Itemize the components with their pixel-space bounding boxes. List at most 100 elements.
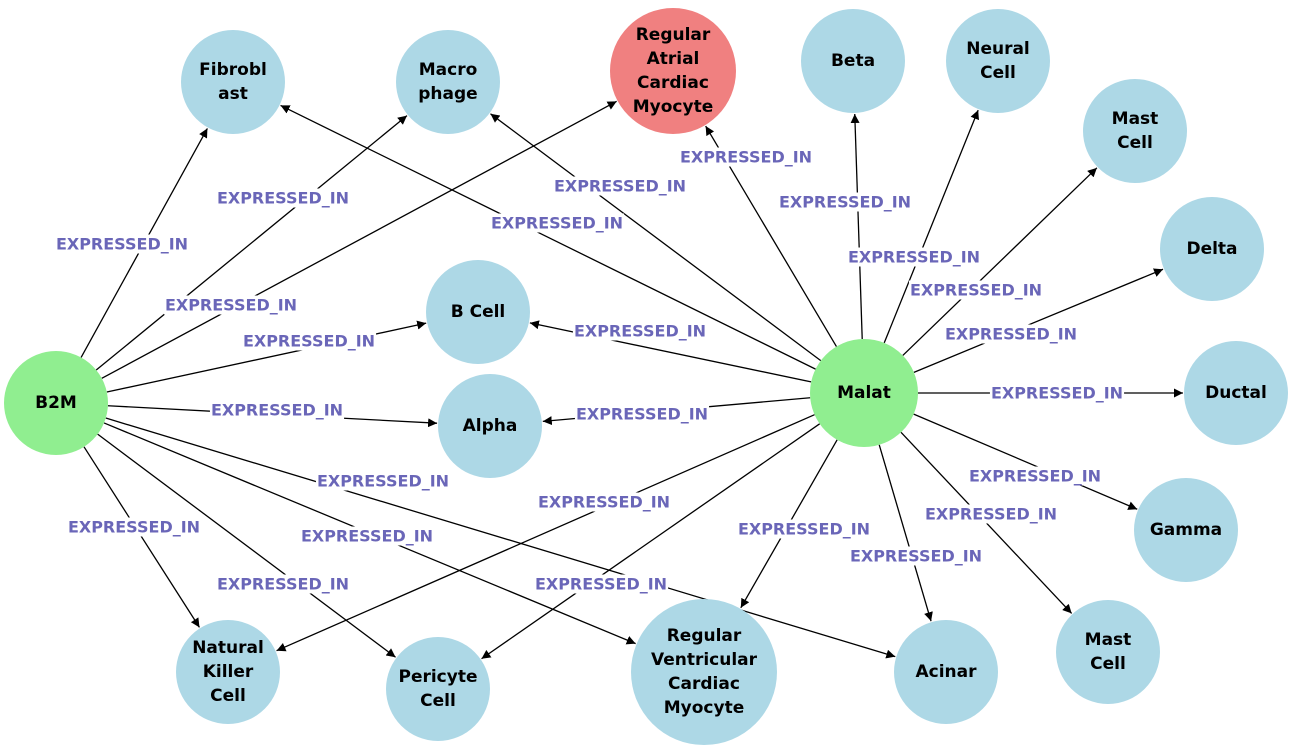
edge-label-group: EXPRESSED_IN bbox=[215, 188, 351, 208]
node-alpha[interactable]: Alpha bbox=[438, 374, 542, 478]
node-b2m[interactable]: B2M bbox=[4, 351, 108, 455]
edge-label: EXPRESSED_IN bbox=[217, 575, 349, 594]
node-delta[interactable]: Delta bbox=[1160, 197, 1264, 301]
edge-label-background bbox=[489, 213, 625, 233]
edge-b2m-to-regular-atrial-cardiac-myocyte bbox=[101, 100, 617, 379]
node-circle[interactable] bbox=[810, 339, 918, 447]
edge-label-group: EXPRESSED_IN bbox=[315, 471, 451, 491]
edge-label-background bbox=[736, 519, 872, 539]
edge-label-group: EXPRESSED_IN bbox=[572, 321, 708, 341]
node-circle[interactable] bbox=[176, 620, 280, 724]
node-circle[interactable] bbox=[894, 620, 998, 724]
node-circle[interactable] bbox=[1134, 478, 1238, 582]
node-ductal[interactable]: Ductal bbox=[1184, 341, 1288, 445]
edge-label-group: EXPRESSED_IN bbox=[943, 324, 1079, 344]
edge-label-background bbox=[215, 188, 351, 208]
edge-label: EXPRESSED_IN bbox=[243, 332, 375, 351]
edge-label: EXPRESSED_IN bbox=[217, 189, 349, 208]
node-circle[interactable] bbox=[1056, 600, 1160, 704]
node-circle[interactable] bbox=[946, 9, 1050, 113]
node-label: Cell bbox=[420, 691, 456, 711]
node-label: Myocyte bbox=[664, 698, 745, 718]
node-label: Mast bbox=[1112, 109, 1159, 129]
node-circle[interactable] bbox=[426, 260, 530, 364]
edge-label-group: EXPRESSED_IN bbox=[533, 574, 669, 594]
edge-label-background bbox=[777, 192, 913, 212]
edge-label-group: EXPRESSED_IN bbox=[989, 383, 1125, 403]
node-circle[interactable] bbox=[801, 9, 905, 113]
node-malat[interactable]: Malat bbox=[810, 339, 918, 447]
node-beta[interactable]: Beta bbox=[801, 9, 905, 113]
node-label: Malat bbox=[837, 383, 891, 403]
edge-label-group: EXPRESSED_IN bbox=[574, 404, 710, 424]
edge-label-background bbox=[552, 176, 688, 196]
node-circle[interactable] bbox=[1160, 197, 1264, 301]
edge-labels-layer: EXPRESSED_IN EXPRESSED_IN EXPRESSED_IN EXPR… bbox=[54, 147, 1125, 594]
edge-malat-to-acinar bbox=[878, 444, 933, 622]
node-label: Regular bbox=[636, 25, 711, 45]
node-circle[interactable] bbox=[438, 374, 542, 478]
node-acinar[interactable]: Acinar bbox=[894, 620, 998, 724]
node-b-cell[interactable]: B Cell bbox=[426, 260, 530, 364]
edge-label-group: EXPRESSED_IN bbox=[848, 546, 984, 566]
edge-label-group: EXPRESSED_IN bbox=[209, 400, 345, 420]
node-label: Neural bbox=[966, 39, 1030, 59]
edge-label: EXPRESSED_IN bbox=[68, 518, 200, 537]
edge-label-background bbox=[678, 147, 814, 167]
node-circle[interactable] bbox=[610, 8, 736, 134]
edge-label: EXPRESSED_IN bbox=[301, 527, 433, 546]
node-circle[interactable] bbox=[396, 30, 500, 134]
edge-malat-to-fibroblast bbox=[280, 104, 816, 370]
edge-malat-to-pericyte-cell bbox=[481, 423, 821, 660]
node-circle[interactable] bbox=[386, 637, 490, 741]
edge-label-group: EXPRESSED_IN bbox=[54, 234, 190, 254]
node-label: Pericyte bbox=[398, 667, 477, 687]
edge-malat-to-delta bbox=[913, 268, 1164, 373]
node-fibroblast[interactable]: Fibrobl ast bbox=[181, 30, 285, 134]
edge-label-group: EXPRESSED_IN bbox=[552, 176, 688, 196]
node-label: Alpha bbox=[463, 416, 518, 436]
edge-label: EXPRESSED_IN bbox=[969, 467, 1101, 486]
node-label: Beta bbox=[831, 51, 875, 71]
edge-label-group: EXPRESSED_IN bbox=[736, 519, 872, 539]
node-label: Myocyte bbox=[633, 97, 714, 117]
edge-label: EXPRESSED_IN bbox=[850, 547, 982, 566]
edge-label: EXPRESSED_IN bbox=[538, 493, 670, 512]
edge-label: EXPRESSED_IN bbox=[535, 575, 667, 594]
edge-label-background bbox=[54, 234, 190, 254]
node-label: ast bbox=[218, 84, 248, 104]
edge-label: EXPRESSED_IN bbox=[945, 325, 1077, 344]
edge-label: EXPRESSED_IN bbox=[554, 177, 686, 196]
edge-label-background bbox=[315, 471, 451, 491]
edge-malat-to-beta bbox=[850, 113, 863, 340]
edge-label-background bbox=[533, 574, 669, 594]
edge-label-background bbox=[943, 324, 1079, 344]
edge-label: EXPRESSED_IN bbox=[576, 405, 708, 424]
node-gamma[interactable]: Gamma bbox=[1134, 478, 1238, 582]
node-label: Macro bbox=[419, 60, 478, 80]
node-circle[interactable] bbox=[631, 599, 777, 745]
edge-label: EXPRESSED_IN bbox=[165, 296, 297, 315]
edge-label: EXPRESSED_IN bbox=[574, 322, 706, 341]
edge-label-background bbox=[536, 492, 672, 512]
node-circle[interactable] bbox=[4, 351, 108, 455]
node-label: B Cell bbox=[451, 302, 506, 322]
edge-label-group: EXPRESSED_IN bbox=[489, 213, 625, 233]
node-label: Cardiac bbox=[637, 73, 709, 93]
edge-malat-to-neural-cell bbox=[883, 109, 979, 344]
node-circle[interactable] bbox=[1184, 341, 1288, 445]
node-circle[interactable] bbox=[181, 30, 285, 134]
node-circle[interactable] bbox=[1083, 79, 1187, 183]
edge-label-background bbox=[846, 247, 982, 267]
edge-label-background bbox=[848, 546, 984, 566]
node-label: Fibrobl bbox=[199, 60, 267, 80]
